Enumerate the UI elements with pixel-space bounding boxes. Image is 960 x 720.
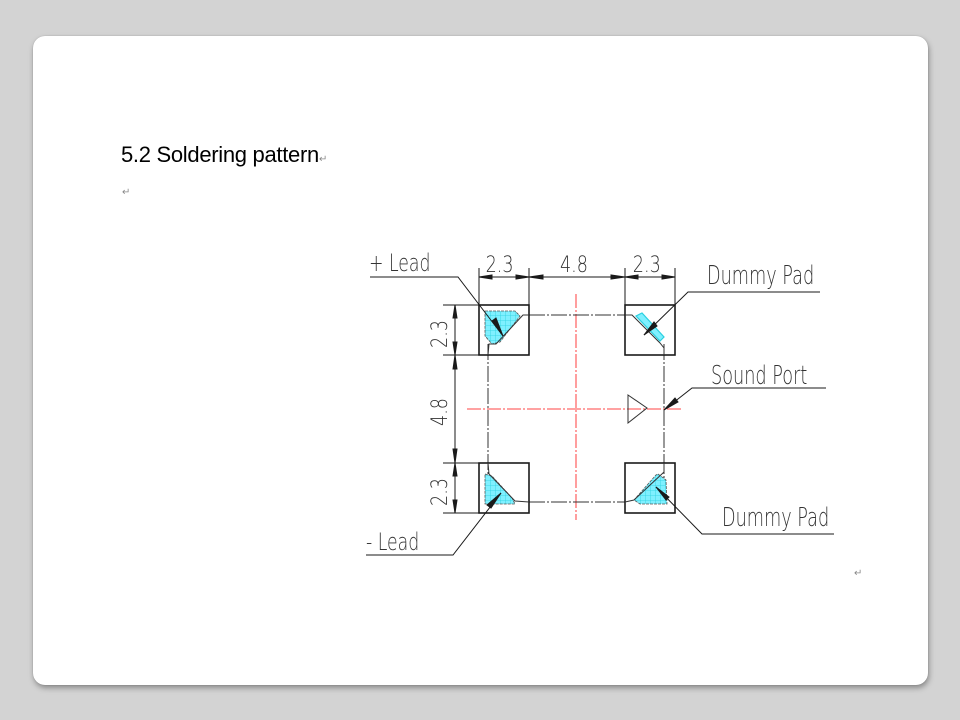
slide-page: 5.2 Soldering pattern↵ ↵ ↵ — [33, 36, 928, 685]
dummy-pad-top-arrow — [643, 321, 658, 336]
label-minus-lead: - Lead — [366, 528, 419, 556]
paragraph-mark-icon: ↵ — [122, 187, 131, 198]
dim-top-pad-height: 2.3 — [427, 320, 452, 348]
pad-plus-lead — [478, 304, 530, 356]
paragraph-mark-icon: ↵ — [318, 154, 328, 165]
pad-dummy-bottom — [624, 462, 676, 514]
label-dummy-pad-top: Dummy Pad — [707, 261, 814, 291]
paragraph-mark-icon: ↵ — [854, 568, 863, 579]
sound-port-triangle — [627, 394, 648, 425]
label-sound-port: Sound Port — [711, 361, 807, 391]
minus-lead-arrow — [486, 492, 502, 509]
label-dummy-pad-bottom: Dummy Pad — [722, 503, 829, 533]
plus-lead-arrow — [491, 317, 504, 337]
heading-text: 5.2 Soldering pattern — [121, 142, 319, 167]
pad-minus-lead — [478, 462, 530, 514]
section-heading: 5.2 Soldering pattern↵ — [121, 142, 327, 168]
label-plus-lead: + Lead — [369, 249, 430, 277]
leader-lines — [366, 276, 834, 556]
dim-top-left-pad-width: 2.3 — [486, 252, 514, 277]
centerlines — [467, 294, 682, 520]
top-dimension-line — [478, 268, 676, 305]
pad-connection-outline — [487, 314, 665, 503]
dim-bottom-pad-height: 2.3 — [427, 478, 452, 506]
dim-vertical-spacing: 4.8 — [427, 398, 452, 426]
left-dimension-line — [443, 304, 479, 514]
dim-top-right-pad-width: 2.3 — [633, 252, 661, 277]
dummy-pad-bottom-arrow — [655, 486, 670, 501]
sound-port-arrow — [663, 397, 679, 411]
dim-horizontal-spacing: 4.8 — [560, 252, 588, 277]
